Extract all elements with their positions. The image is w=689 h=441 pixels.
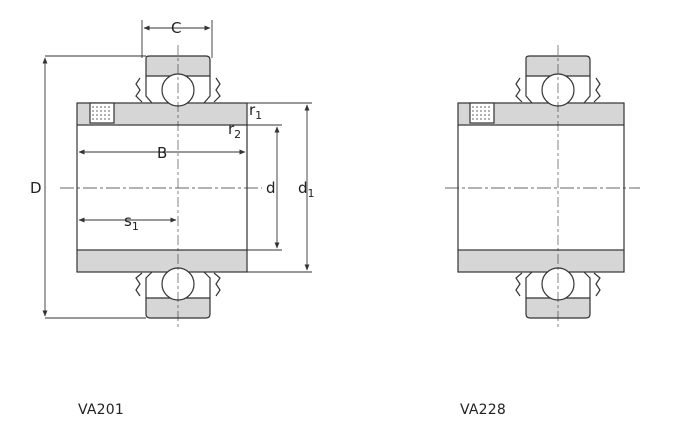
caption-va228: VA228 (460, 402, 506, 418)
label-D: D (30, 179, 42, 197)
caption-va201: VA201 (78, 402, 124, 418)
grub-screw-right (469, 102, 495, 124)
label-r2: r2 (228, 120, 241, 141)
label-d: d (266, 179, 276, 197)
bearing-va228 (445, 45, 640, 330)
label-c: C (171, 19, 181, 37)
seals (135, 77, 221, 297)
grub-screw (89, 102, 115, 124)
label-s1: s1 (124, 212, 139, 233)
inner-ring (76, 102, 248, 273)
seals-right (515, 77, 601, 297)
label-b: B (157, 144, 167, 162)
bearing-va201 (60, 45, 262, 330)
inner-ring-right (457, 102, 625, 273)
label-r1: r1 (249, 101, 262, 122)
dimension-lines (42, 20, 312, 319)
dimension-labels: C B D d d1 s1 r1 r2 (30, 19, 315, 233)
label-d1: d1 (298, 179, 315, 200)
